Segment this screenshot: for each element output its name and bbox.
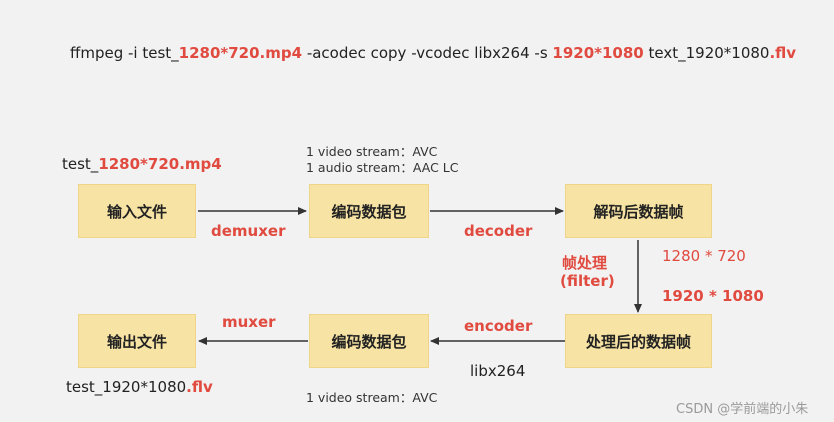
box-decoded-frames: 解码后数据帧 [565,184,712,238]
box-processed-frames: 处理后的数据帧 [565,314,712,368]
input-filename: test_1280*720.mp4 [62,155,222,173]
label-decoder: decoder [464,222,533,240]
input-filename-prefix: test_ [62,155,99,173]
box-encoded-packets-top: 编码数据包 [309,184,429,238]
resolution-from: 1280 * 720 [662,247,746,265]
box-output-file: 输出文件 [78,314,196,368]
ffmpeg-command: ffmpeg -i test_1280*720.mp4 -acodec copy… [70,44,796,62]
stream-info-audio: 1 audio stream：AAC LC [306,160,459,175]
box-encoded-packets-bottom: 编码数据包 [309,314,429,368]
output-filename-prefix: test_1920*1080 [66,378,187,396]
box-input-file: 输入文件 [78,184,196,238]
command-part: -acodec copy -vcodec libx264 -s [302,44,553,62]
input-filename-resolution: 1280*720.mp4 [98,155,222,173]
label-encoder: encoder [464,317,533,335]
output-filename: test_1920*1080.flv [66,378,213,396]
stream-info-video: 1 video stream：AVC [306,144,438,159]
command-input-resolution: 1280*720.mp4 [178,44,303,62]
label-muxer: muxer [222,313,276,331]
resolution-to: 1920 * 1080 [662,287,764,305]
command-part: text_1920*1080 [643,44,770,62]
stream-info-bottom: 1 video stream：AVC [306,390,438,405]
label-demuxer: demuxer [211,222,286,240]
label-filter: (filter) [560,272,615,290]
watermark: CSDN @学前端的小朱 [676,402,809,417]
label-frame-processing: 帧处理 [562,254,608,272]
command-output-resolution: 1920*1080 [552,44,644,62]
output-filename-format: .flv [186,378,213,396]
command-output-format: .flv [769,44,797,62]
label-libx264: libx264 [470,362,526,380]
command-part: ffmpeg -i test_ [70,44,179,62]
